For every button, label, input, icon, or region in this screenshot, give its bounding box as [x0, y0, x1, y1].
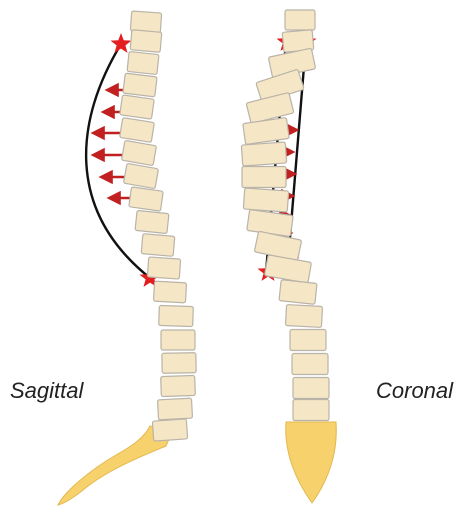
- vertebra-body: [292, 354, 328, 375]
- coronal-vertebra: [285, 305, 322, 328]
- sagittal-vertebra: [153, 281, 186, 303]
- vertebra-body: [152, 419, 187, 441]
- sagittal-vertebra: [123, 73, 157, 97]
- vertebra-body: [129, 187, 163, 211]
- vertebra-body: [285, 305, 322, 328]
- vertebra-body: [157, 398, 192, 420]
- vertebra-body: [285, 10, 315, 30]
- sagittal-vertebra: [159, 305, 194, 326]
- vertebra-body: [135, 210, 169, 233]
- vertebra-body: [242, 167, 286, 188]
- vertebra-body: [241, 142, 286, 166]
- coronal-vertebra: [293, 400, 329, 421]
- sagittal-vertebra: [127, 51, 159, 74]
- vertebra-body: [161, 330, 195, 350]
- sagittal-vertebra: [152, 419, 187, 441]
- sagittal-vertebra: [130, 30, 162, 53]
- vertebra-body: [120, 118, 155, 143]
- vertebra-body: [243, 188, 288, 212]
- sagittal-vertebra: [141, 234, 175, 257]
- sagittal-vertebra: [120, 95, 154, 119]
- coronal-vertebra: [242, 167, 286, 188]
- vertebra-body: [120, 95, 154, 119]
- coronal-vertebra: [241, 142, 286, 166]
- vertebra-body: [127, 51, 159, 74]
- sagittal-vertebra: [157, 398, 192, 420]
- sagittal-vertebra: [120, 118, 155, 143]
- vertebra-body: [124, 163, 159, 188]
- sagittal-vertebra: [162, 353, 196, 374]
- vertebra-body: [147, 257, 180, 279]
- coronal-vertebra: [243, 188, 288, 212]
- vertebra-body: [293, 378, 329, 399]
- coronal-vertebra: [243, 118, 289, 145]
- coronal-vertebra: [292, 354, 328, 375]
- sagittal-label: Sagittal: [10, 378, 83, 404]
- vertebra-body: [293, 400, 329, 421]
- coronal-vertebra: [293, 378, 329, 399]
- vertebra-body: [159, 305, 194, 326]
- vertebra-body: [290, 330, 326, 351]
- coronal-vertebra: [285, 10, 315, 30]
- vertebra-body: [247, 210, 293, 237]
- vertebra-body: [130, 30, 162, 53]
- coronal-vertebra: [290, 330, 326, 351]
- coronal-label: Coronal: [376, 378, 453, 404]
- vertebra-body: [123, 73, 157, 97]
- sagittal-vertebra: [161, 330, 195, 350]
- sagittal-vertebra: [161, 375, 196, 396]
- vertebra-body: [153, 281, 186, 303]
- vertebra-body: [141, 234, 175, 257]
- coronal-sacrum: [286, 422, 337, 503]
- sagittal-vertebra: [147, 257, 180, 279]
- coronal-vertebra: [279, 280, 317, 305]
- vertebra-body: [243, 118, 289, 145]
- sagittal-vertebra: [124, 163, 159, 188]
- sagittal-vertebra: [129, 187, 163, 211]
- sagittal-vertebra: [122, 140, 157, 165]
- vertebra-body: [161, 375, 196, 396]
- vertebra-body: [122, 140, 157, 165]
- star-icon: [111, 33, 132, 53]
- vertebra-body: [279, 280, 317, 305]
- coronal-vertebra: [247, 210, 293, 237]
- vertebra-body: [162, 353, 196, 374]
- sagittal-vertebra: [135, 210, 169, 233]
